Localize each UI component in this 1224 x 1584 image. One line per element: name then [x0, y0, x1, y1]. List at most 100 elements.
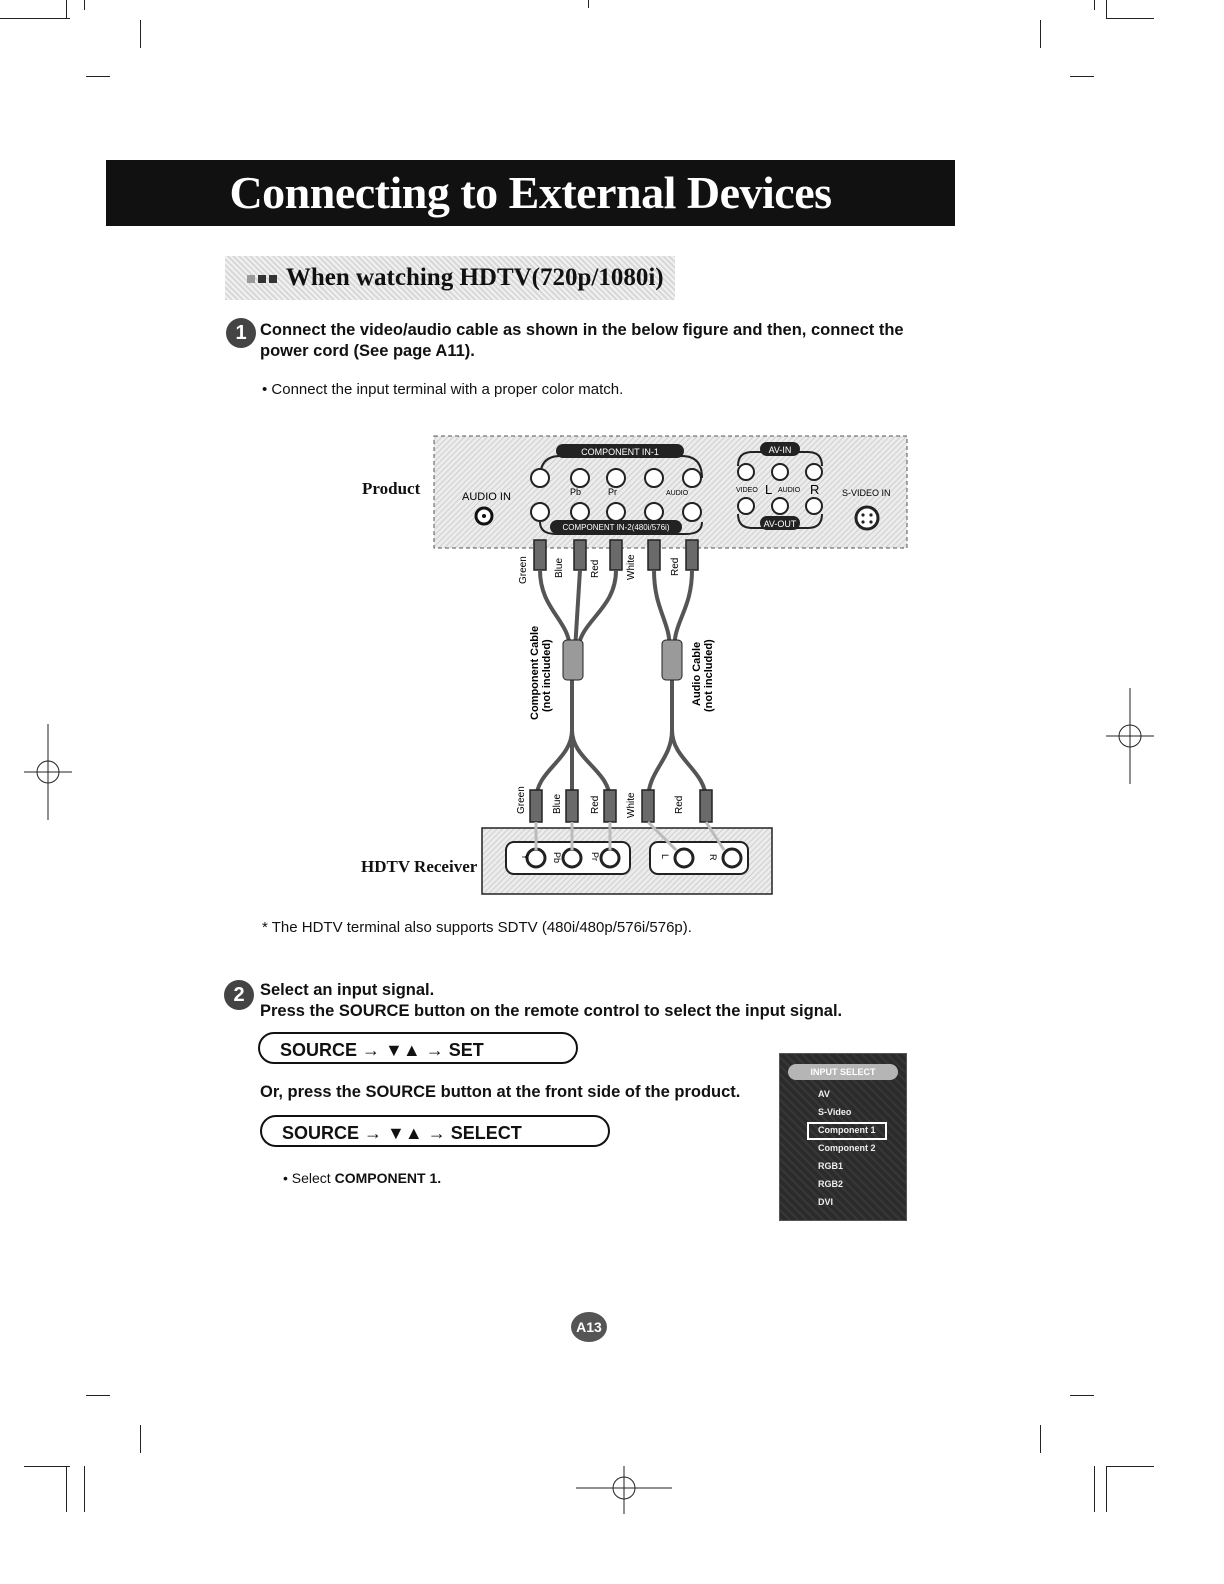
remote-sequence: SOURCE → ▼▲ → SET [258, 1032, 578, 1064]
crop-mark [1070, 1395, 1094, 1396]
crop-mark [1040, 20, 1041, 48]
wire-label-bottom-4: Red [674, 796, 685, 814]
audio-cable-label: Audio Cable [691, 642, 703, 706]
crop-mark [1106, 1466, 1154, 1467]
arrow-right-icon: → [427, 1123, 446, 1143]
input-select-osd: INPUT SELECT AV S-Video Component 1 Comp… [779, 1053, 907, 1221]
crop-mark [84, 1466, 85, 1512]
rx-pb-label: Pb [552, 852, 562, 863]
pb-label: Pb [570, 487, 581, 497]
cable-connectors-top [533, 539, 699, 571]
step-1-note: • Connect the input terminal with a prop… [262, 381, 624, 398]
hdtv-receiver-label: HDTV Receiver [361, 857, 478, 876]
component-cable [534, 569, 618, 801]
crop-mark [1106, 0, 1107, 18]
rx-l-label: L [660, 854, 670, 859]
osd-item-component1[interactable]: Component 1 [818, 1125, 876, 1135]
registration-mark [576, 1466, 672, 1514]
rx-pr-label: Pr [590, 852, 600, 861]
video-label: VIDEO [736, 487, 758, 494]
registration-mark [1106, 688, 1154, 784]
component-in-2-label: COMPONENT IN-2(480i/576i) [563, 523, 670, 532]
step-2-number: 2 [224, 980, 254, 1010]
arrow-right-icon: → [364, 1123, 383, 1143]
component-cable-note: (not included) [541, 639, 553, 712]
down-up-arrows-icon: ▼▲ [387, 1123, 423, 1143]
osd-item-component2[interactable]: Component 2 [818, 1143, 876, 1153]
select-prefix: • Select [283, 1170, 335, 1186]
step-1-line-1: Connect the video/audio cable as shown i… [260, 321, 904, 339]
av-in-label: AV-IN [769, 445, 792, 455]
step-1-text: Connect the video/audio cable as shown i… [260, 320, 950, 362]
footnote: * The HDTV terminal also supports SDTV (… [262, 919, 692, 936]
step-2-line-1: Select an input signal. [260, 981, 435, 999]
audio-label: AUDIO [666, 490, 689, 497]
step-2-line-2: Press the SOURCE button on the remote co… [260, 1002, 843, 1020]
audio-in-label: AUDIO IN [462, 491, 511, 503]
wire-label-top-4: Red [670, 558, 681, 576]
crop-mark [140, 1425, 141, 1453]
crop-mark [1094, 1466, 1095, 1512]
audio-cable-ferrite [661, 639, 683, 681]
crop-mark [86, 76, 110, 77]
section-heading: When watching HDTV(720p/1080i) [225, 256, 675, 300]
step-2-text: Select an input signal. Press the SOURCE… [260, 980, 960, 1022]
receiver-jacks [525, 847, 743, 869]
crop-mark [66, 0, 67, 18]
osd-item-svideo[interactable]: S-Video [818, 1107, 852, 1117]
osd-title: INPUT SELECT [788, 1064, 898, 1080]
wire-label-top-1: Blue [554, 558, 565, 578]
av-out-badge [760, 516, 800, 530]
bullet-square-icon [269, 275, 277, 284]
osd-selection-highlight [807, 1122, 887, 1140]
down-up-arrows-icon: ▼▲ [385, 1040, 421, 1060]
svideo-jack [854, 505, 880, 531]
audio-small-label: AUDIO [778, 487, 801, 494]
crop-mark [0, 18, 70, 19]
wire-label-bottom-0: Green [516, 786, 527, 814]
wire-label-top-0: Green [518, 556, 529, 584]
page-title: Connecting to External Devices [106, 160, 955, 226]
crop-mark [1106, 18, 1154, 19]
r-label: R [810, 482, 819, 497]
crop-mark [1094, 0, 1095, 10]
connection-diagram: AUDIO IN COMPONENT IN-1 Pb Pr AUDIO COMP… [433, 435, 908, 895]
svideo-in-label: S-VIDEO IN [842, 488, 891, 498]
wire-label-bottom-2: Red [590, 796, 601, 814]
av-out-label: AV-OUT [764, 519, 797, 529]
l-label: L [765, 482, 772, 497]
wire-label-top-3: White [626, 554, 637, 580]
component-in-1-jacks [530, 468, 702, 488]
crop-mark [1070, 76, 1094, 77]
product-label: Product [362, 479, 421, 498]
component-in-2-badge [550, 520, 682, 534]
seq1-end: SET [448, 1040, 484, 1060]
arrow-right-icon: → [425, 1040, 444, 1060]
seq1-source: SOURCE [280, 1040, 358, 1060]
pr-label: Pr [608, 487, 617, 497]
select-value: COMPONENT 1. [334, 1170, 442, 1186]
section-title: When watching HDTV(720p/1080i) [285, 264, 664, 291]
arrow-right-icon: → [362, 1040, 381, 1060]
rx-y-label: Y [520, 854, 530, 860]
osd-item-rgb2[interactable]: RGB2 [818, 1179, 844, 1189]
crop-mark [66, 1466, 67, 1512]
seq2-source: SOURCE [282, 1123, 360, 1143]
step-1-line-2: power cord (See page A11). [260, 342, 475, 360]
osd-item-dvi[interactable]: DVI [818, 1197, 834, 1207]
wire-label-top-2: Red [590, 560, 601, 578]
osd-item-rgb1[interactable]: RGB1 [818, 1161, 844, 1171]
component-cable-label: Component Cable [529, 626, 541, 720]
wire-label-bottom-3: White [626, 792, 637, 818]
osd-item-av[interactable]: AV [818, 1089, 830, 1099]
av-in-badge [760, 442, 800, 456]
crop-mark [588, 0, 589, 8]
bullet-square-icon [258, 275, 266, 284]
crop-mark [84, 0, 85, 10]
registration-mark [24, 724, 72, 820]
select-note: • Select COMPONENT 1. [283, 1170, 441, 1186]
av-jacks [737, 463, 823, 515]
component-cable-ferrite [562, 639, 584, 681]
component-in-2-jacks [530, 502, 702, 522]
audio-cable-note: (not included) [703, 639, 715, 712]
